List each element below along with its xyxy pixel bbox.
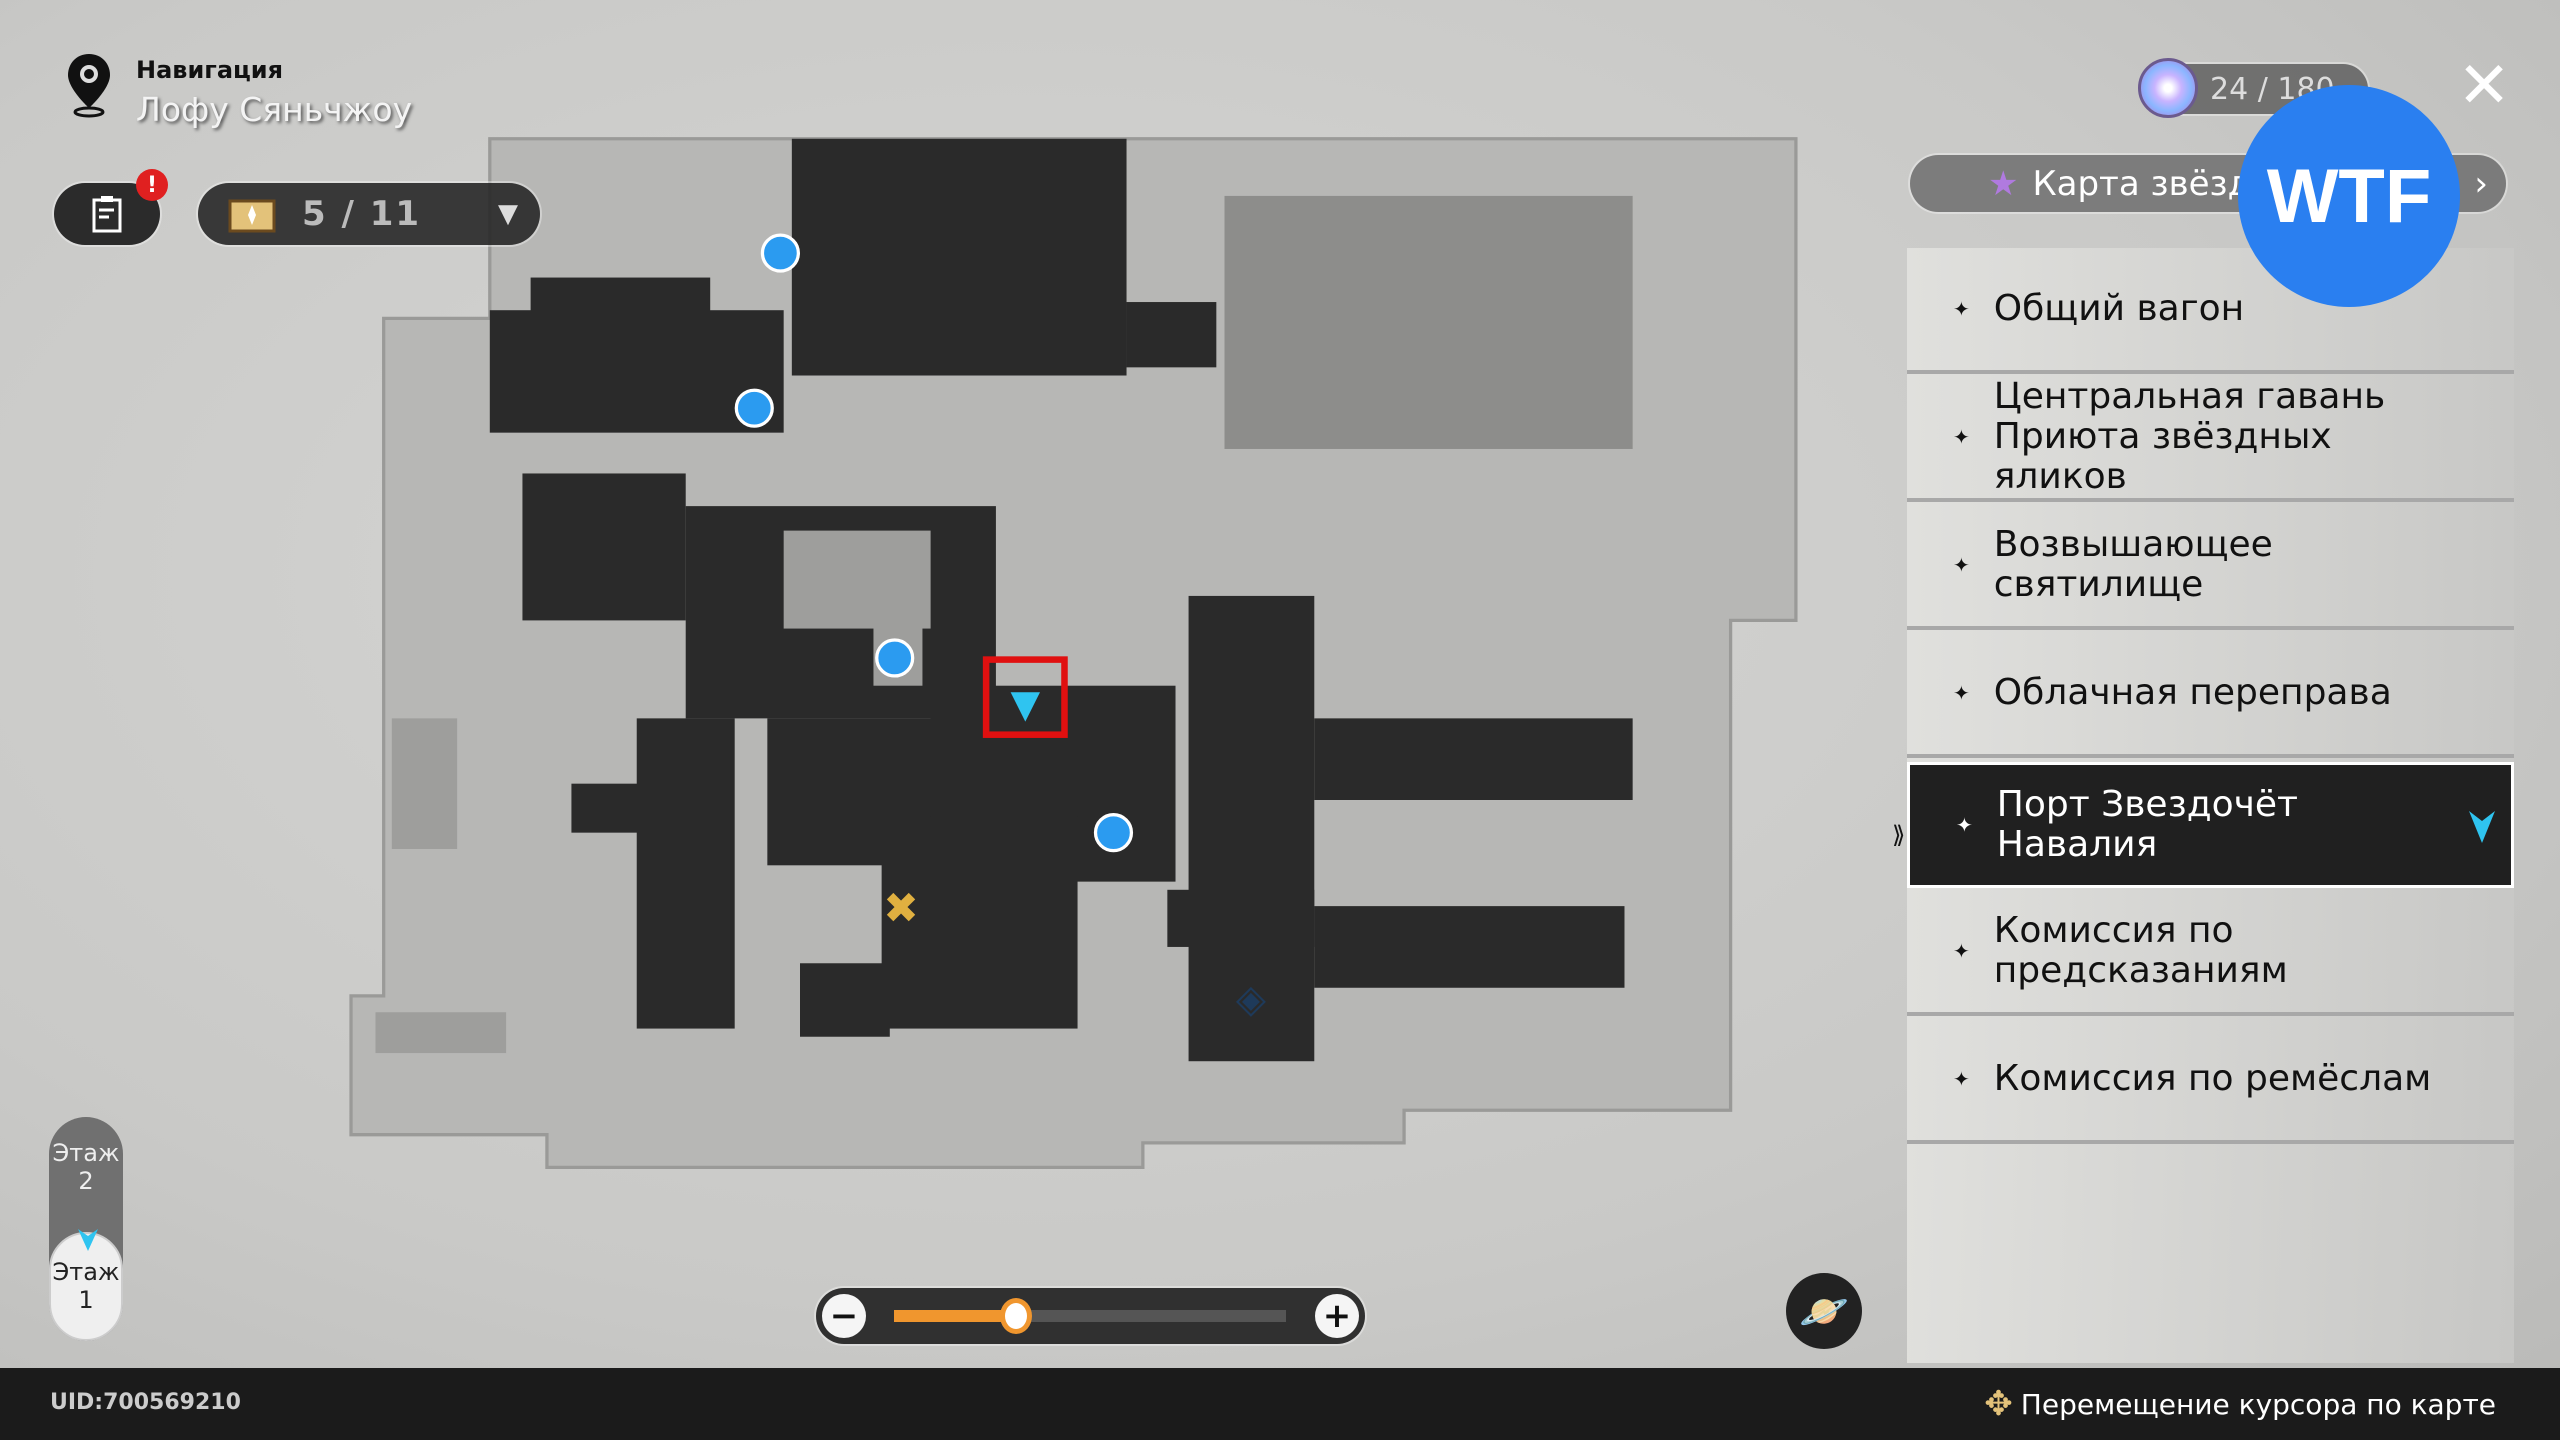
missions-button[interactable]: !: [54, 169, 168, 245]
player-location-icon: [78, 1229, 98, 1251]
floor-selector[interactable]: Этаж 2 Этаж 1: [49, 1117, 123, 1341]
treasure-chest-icon: [228, 199, 276, 233]
area-item[interactable]: ✦ Комиссия по ремёслам: [1907, 1018, 2514, 1144]
trailblaze-power-counter[interactable]: 24 / 180: [2138, 58, 2368, 118]
player-arrow-icon: [1010, 692, 1040, 722]
area-item-selected[interactable]: ⟫ ✦ Порт Звездочёт Навалия: [1892, 762, 2514, 888]
nav-label: Навигация: [136, 56, 284, 84]
area-label: Возвышающее святилище: [1993, 524, 2273, 605]
cursor-indicator-icon: ⟫: [1892, 821, 1906, 849]
area-label: Центральная гавань Приюта звёздных ялико…: [1993, 376, 2386, 497]
floor-2-button[interactable]: Этаж 2: [52, 1139, 120, 1195]
map-region-upper-right: [1224, 195, 1633, 449]
floor-1-button[interactable]: Этаж 1: [49, 1229, 123, 1341]
uid-label: UID:700569210: [50, 1390, 241, 1415]
sparkle-icon: ✦: [1953, 425, 1970, 449]
location-pin-icon: [68, 54, 110, 118]
treasure-chest-dropdown[interactable]: 5 / 11 ▼: [198, 183, 540, 245]
planet-icon: 🪐: [1799, 1288, 1849, 1335]
area-item[interactable]: ✦ Облачная переправа: [1907, 632, 2514, 758]
sparkle-icon: ✦: [1956, 813, 1973, 837]
sparkle-icon: ✦: [1953, 1067, 1970, 1091]
chest-count: 5 / 11: [302, 194, 422, 234]
map-courtyards: [375, 530, 931, 1054]
teleport-waypoint-icon[interactable]: [734, 233, 1134, 853]
trailblaze-power-icon: [2138, 58, 2198, 118]
zoom-slider-handle[interactable]: [999, 1298, 1032, 1334]
area-label: Облачная переправа: [1993, 672, 2392, 713]
footer-bar: UID:700569210 ✥ Перемещение курсора по к…: [0, 1368, 2560, 1440]
zoom-control: − +: [816, 1288, 1365, 1344]
area-item[interactable]: ✦ Комиссия по предсказаниям: [1907, 890, 2514, 1016]
sparkle-icon: ✦: [1953, 681, 1970, 705]
sparkle-icon: ✦: [1953, 297, 1970, 321]
wtf-overlay-badge: WTF: [2238, 85, 2460, 307]
sparkle-icon: ✦: [1953, 939, 1970, 963]
clipboard-icon: [92, 196, 122, 233]
star-map-label: Карта звёзд: [2032, 163, 2252, 204]
floor-1-label: Этаж 1: [52, 1258, 120, 1314]
area-item[interactable]: ✦ Общий вагон: [1907, 248, 2514, 374]
area-item[interactable]: ✦ Центральная гавань Приюта звёздных ялик…: [1907, 376, 2514, 502]
area-label: Общий вагон: [1993, 288, 2245, 329]
control-hint: ✥ Перемещение курсора по карте: [1984, 1384, 2496, 1424]
mouse-move-icon: ✥: [1984, 1384, 2013, 1424]
chevron-down-icon: ▼: [498, 199, 518, 229]
area-label: Комиссия по ремёслам: [1993, 1058, 2432, 1099]
zoom-out-button[interactable]: −: [822, 1294, 866, 1338]
zoom-slider-fill: [894, 1310, 1016, 1322]
hint-text: Перемещение курсора по карте: [2020, 1387, 2496, 1421]
zoom-slider[interactable]: [894, 1298, 1286, 1334]
close-icon[interactable]: ✕: [2457, 49, 2511, 123]
area-label: Порт Звездочёт Навалия: [1996, 784, 2299, 865]
location-title: Лофу Сяньчжоу: [136, 90, 413, 129]
player-location-icon: [2469, 811, 2495, 843]
area-item[interactable]: ✦ Возвышающее святилище: [1907, 504, 2514, 630]
chevron-right-icon: ›: [2474, 163, 2488, 204]
area-label: Комиссия по предсказаниям: [1993, 910, 2288, 991]
player-location-highlight: [982, 656, 1068, 738]
mission-marker-icon[interactable]: ✖: [883, 884, 919, 933]
sparkle-icon: ✦: [1953, 553, 1970, 577]
zoom-in-button[interactable]: +: [1315, 1294, 1359, 1338]
navigation-header: Навигация Лофу Сяньчжоу: [64, 52, 412, 129]
shield-marker-icon[interactable]: ◈: [1236, 977, 1267, 1022]
area-list-panel: ✦ Общий вагон ✦ Центральная гавань Приюта …: [1892, 248, 2514, 1363]
star-icon: ★: [1988, 163, 2019, 204]
planet-view-button[interactable]: 🪐: [1786, 1273, 1862, 1349]
alert-badge: !: [136, 169, 168, 201]
